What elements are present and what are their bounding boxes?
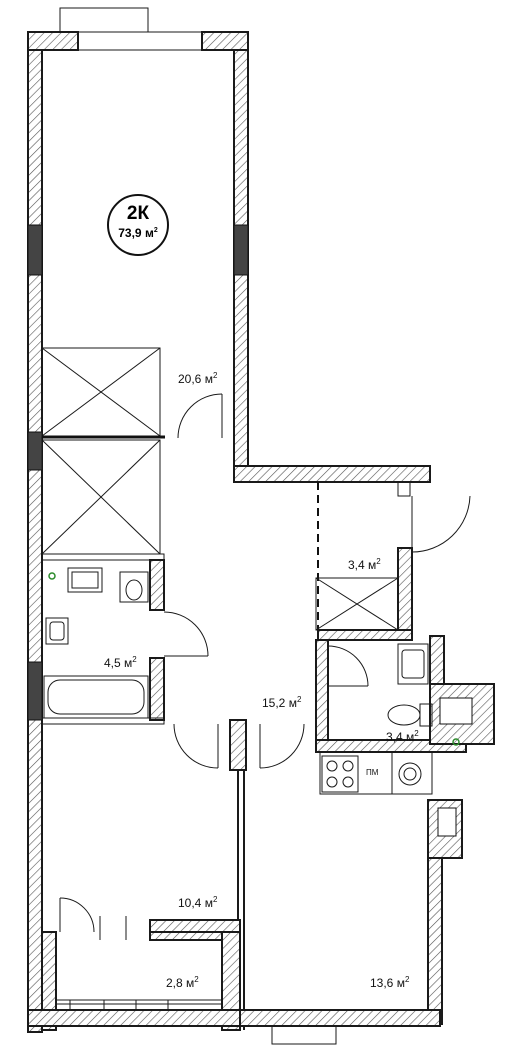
bathroom-sink (45, 617, 69, 645)
living-room-door (177, 393, 223, 439)
corridor-column (229, 719, 247, 771)
area-label-bedroom: 10,4 м2 (178, 895, 218, 911)
loggia-right-wall (221, 931, 241, 1031)
kitchen-door (259, 723, 305, 769)
storage-right-wall (397, 547, 413, 639)
area-label-kitchen: 13,6 м2 (370, 975, 410, 991)
bathroom-top-wall (41, 553, 165, 561)
washing-machine (67, 567, 103, 593)
wardrobe-2 (41, 439, 161, 555)
toilet-drain-icon (452, 738, 460, 746)
apartment-badge: 2К 73,9 м2 (107, 194, 169, 256)
wardrobe-1 (41, 347, 161, 437)
toilet-left-wall (315, 639, 329, 753)
loggia-door (59, 897, 95, 933)
kitchen-sink (398, 762, 422, 786)
area-label-hallway: 15,2 м2 (262, 695, 302, 711)
top-window-frame (59, 7, 149, 33)
left-wall-column (27, 224, 43, 276)
bathroom-drain-icon (48, 572, 56, 580)
bathroom-toilet (119, 571, 149, 603)
bathroom-right-wall (149, 559, 165, 611)
toilet-sink (397, 643, 429, 685)
storage-door (411, 495, 471, 553)
bedroom-door (173, 723, 219, 769)
loggia-left-wall (41, 931, 57, 1031)
bathroom-door (163, 611, 209, 657)
wardrobe-3 (315, 577, 399, 631)
apartment-total-area: 73,9 м2 (118, 226, 158, 240)
kitchen-counter (319, 751, 433, 795)
left-wall (27, 31, 43, 1033)
dishwasher-label: ПМ (366, 768, 379, 777)
storage-bottom-wall (317, 629, 413, 641)
toilet-door (327, 645, 369, 687)
area-label-loggia: 2,8 м2 (166, 975, 199, 991)
loggia-bottom-wall (27, 1009, 241, 1027)
stove (321, 755, 359, 793)
bottom-window-frame (271, 1025, 337, 1045)
wc-bowl (387, 703, 433, 727)
area-label-toilet: 3,4 м2 (386, 729, 419, 745)
area-label-bathroom: 4,5 м2 (104, 655, 137, 671)
kitchen-bottom-wall (239, 1009, 441, 1027)
top-wall-left (27, 31, 79, 51)
top-wall-right (201, 31, 249, 51)
apartment-type: 2К (126, 203, 150, 224)
area-label-living-room: 20,6 м2 (178, 371, 218, 387)
area-label-storage: 3,4 м2 (348, 557, 381, 573)
bathroom-bottom-wall (41, 717, 165, 725)
bathtub (43, 675, 149, 719)
hall-top-wall (233, 465, 431, 483)
